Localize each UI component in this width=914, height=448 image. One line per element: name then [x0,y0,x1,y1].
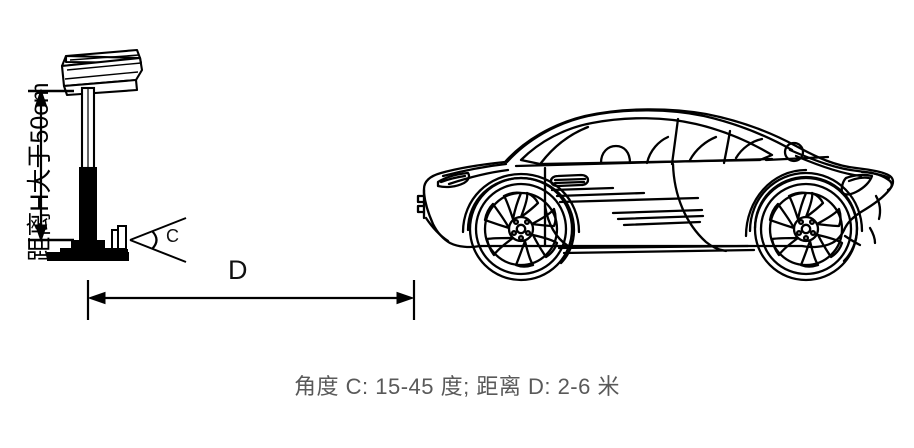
pole-base [47,240,129,261]
height-dimension [28,88,74,243]
angle-indicator [129,217,187,263]
angle-dimension-label: C [166,226,179,246]
pole-lower-section [79,167,97,240]
height-dimension-label: 距离H大于50cm [26,82,54,262]
sports-car-illustration [416,108,895,282]
pole-upper-section [80,86,96,170]
distance-dimension [86,280,416,320]
front-wheel [468,176,574,282]
camera-head-icon [60,48,144,97]
rear-wheel [753,176,859,282]
diagram-caption: 角度 C: 15-45 度; 距离 D: 2-6 米 [294,374,620,399]
radar-sensor-unit [111,225,128,253]
distance-dimension-label: D [228,255,248,285]
